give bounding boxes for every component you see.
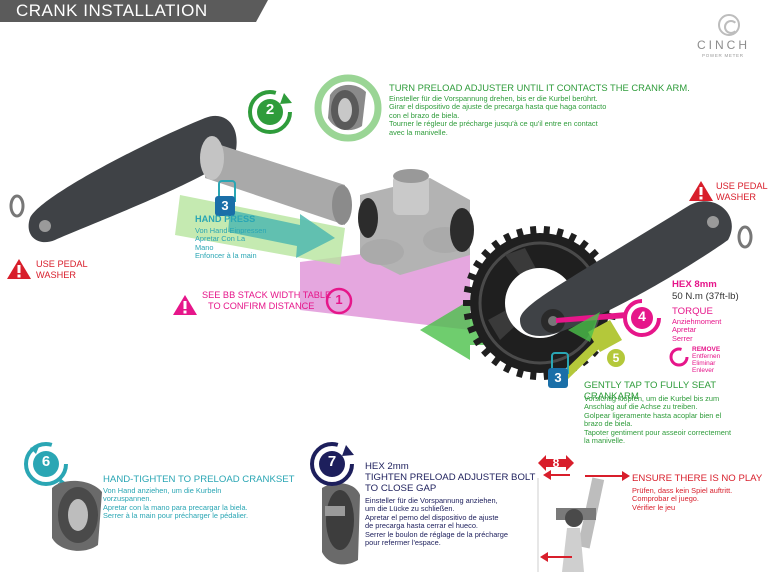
left-crank-arm <box>28 115 237 243</box>
left-pedal-washer <box>9 194 25 218</box>
cinch-logo-icon <box>718 14 740 36</box>
chainring-tooth <box>491 356 501 367</box>
step6-text: Von Hand anziehen, um die Kurbeln vorzus… <box>103 486 249 521</box>
step6-title: HAND-TIGHTEN TO PRELOAD CRANKSET <box>103 474 295 485</box>
step2-text: Einsteller für die Vorspannung drehen, b… <box>389 94 607 137</box>
step8-badge-icon <box>538 455 574 471</box>
left-pedal-hole <box>39 220 51 232</box>
chainring-tooth <box>516 228 525 238</box>
section-header: CRANK INSTALLATION <box>0 0 268 22</box>
warning-icon <box>173 295 197 315</box>
step4-remove: REMOVE Entfernen Eliminar Enlever <box>692 346 721 374</box>
step6-rotate-icon <box>24 442 68 486</box>
mallet-icon <box>560 320 622 381</box>
step4-text: Anziehmoment Apretar Serrer <box>672 317 722 343</box>
chainring-tooth <box>502 363 512 374</box>
step2-title: TURN PRELOAD ADJUSTER UNTIL IT CONTACTS … <box>389 82 690 93</box>
step4-torque-value: 50 N.m (37ft-lb) <box>672 291 739 302</box>
remove-rotate-icon <box>669 347 689 367</box>
step3-title: HAND PRESS <box>195 214 256 224</box>
step7-rotate-icon <box>310 442 354 486</box>
brand-name: CINCH <box>697 38 750 52</box>
step7-number: 7 <box>327 453 337 470</box>
step6-number: 6 <box>41 453 51 470</box>
hand-tighten-illustration <box>52 478 102 551</box>
step3-text: Von Hand Einpressen Apretar Con La Mano … <box>195 226 267 261</box>
chainring-tooth <box>463 285 473 294</box>
warning-icon <box>689 181 713 201</box>
step5-title: GENTLY TAP TO FULLY SEAT CRANKARM <box>584 380 716 402</box>
chainring-tooth <box>467 325 477 334</box>
step5-number: 5 <box>607 349 625 367</box>
warning-icon <box>7 259 31 279</box>
step7-title: TIGHTEN PRELOAD ADJUSTER BOLT TO CLOSE G… <box>365 472 536 494</box>
right-pedal-washer <box>737 225 753 249</box>
chainring-tooth <box>491 239 501 250</box>
right-pedal-washer-label: USE PEDAL WASHER <box>716 181 768 202</box>
step7-text: Einsteller für die Vorspannung anziehen,… <box>365 496 508 548</box>
step2-rotate-icon <box>248 90 292 134</box>
step1-rotate-icon <box>325 287 353 315</box>
no-play-illustration <box>537 470 630 572</box>
chainring-tooth <box>463 312 473 321</box>
right-bearing-cup <box>450 208 474 252</box>
step3-number: 3 <box>215 196 235 216</box>
chainring-tooth <box>472 336 483 347</box>
step1-number: 1 <box>335 292 343 307</box>
chainring-tooth <box>481 347 492 358</box>
chainring-tooth <box>502 232 512 243</box>
hand-press-arrow <box>228 210 335 258</box>
chainring-tooth <box>543 226 551 235</box>
chainring-tooth <box>529 226 537 235</box>
chainring-tooth <box>579 239 589 250</box>
step8-number: 8 <box>552 456 560 470</box>
section-title: CRANK INSTALLATION <box>16 1 208 20</box>
chainring-tooth <box>555 228 564 238</box>
chainring-tooth <box>529 371 537 380</box>
brand-tagline: POWER METER <box>702 53 744 58</box>
step8-text: Prüfen, dass kein Spiel auftritt. Compro… <box>632 486 733 512</box>
step3b-number: 3 <box>548 368 568 388</box>
step4-hex: HEX 8mm <box>672 279 717 290</box>
chainring-tooth <box>568 232 578 243</box>
chainring-tooth <box>516 368 525 378</box>
left-bearing-cup <box>358 198 378 238</box>
chainring-tooth <box>472 259 483 270</box>
step4-rotate-icon <box>623 299 661 337</box>
step1-text: SEE BB STACK WIDTH TABLE TO CONFIRM DIST… <box>202 290 332 311</box>
chainring-tooth <box>588 248 599 259</box>
spindle <box>205 140 345 225</box>
step5-text: Vorsichtig klopfen, um die Kurbel bis zu… <box>584 394 732 446</box>
step2-number: 2 <box>265 101 275 118</box>
step4-title: TORQUE <box>672 306 713 317</box>
right-crank-arm <box>520 201 732 336</box>
chainring-tooth <box>481 248 492 259</box>
chainring-tooth <box>463 300 471 306</box>
preload-adjuster-illustration <box>314 74 382 142</box>
step8-title: ENSURE THERE IS NO PLAY <box>632 473 763 484</box>
adjuster-bolt-illustration <box>322 483 360 565</box>
chainring-tooth <box>467 272 477 281</box>
step7-hex: HEX 2mm <box>365 461 409 472</box>
left-pedal-washer-label: USE PEDAL WASHER <box>36 259 88 280</box>
step4-number: 4 <box>638 308 646 324</box>
